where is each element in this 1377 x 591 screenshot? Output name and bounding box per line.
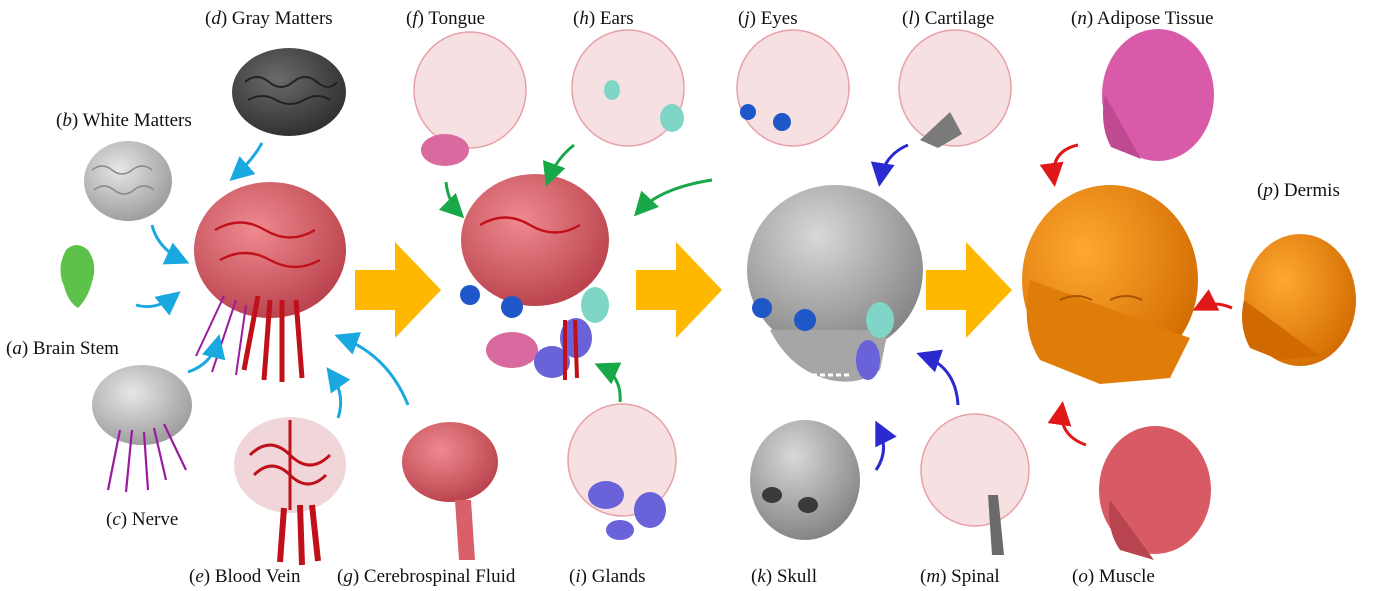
label-text: Spinal <box>951 566 1000 587</box>
label-blood-vein: (e) Blood Vein <box>189 567 301 586</box>
label-letter: d <box>211 8 221 29</box>
arrow-dermis-to-head <box>1198 304 1232 308</box>
label-letter: e <box>195 566 203 587</box>
label-eyes: (j) Eyes <box>738 9 798 28</box>
label-csf: (g) Cerebrospinal Fluid <box>337 567 515 586</box>
label-text: Ears <box>600 8 634 29</box>
skull-image <box>750 420 860 540</box>
label-letter: n <box>1077 8 1087 29</box>
label-ears: (h) Ears <box>573 9 634 28</box>
label-letter: g <box>343 566 353 587</box>
label-text: Adipose Tissue <box>1097 8 1214 29</box>
big-arrow-1 <box>355 242 441 338</box>
arrow-csf-to-brain <box>340 337 408 405</box>
big-arrow-3 <box>926 242 1012 338</box>
label-letter: k <box>757 566 765 587</box>
arrow-adipose-to-head <box>1054 145 1079 181</box>
arrow-glands-to-assembly <box>600 366 620 402</box>
label-letter: m <box>926 566 940 587</box>
dermis-small-image <box>1242 234 1356 366</box>
csf-image <box>402 422 498 560</box>
cartilage-image <box>899 30 1011 148</box>
glands-image <box>568 404 676 540</box>
brain-assembly-image <box>194 182 346 382</box>
label-cartilage: (l) Cartilage <box>902 9 994 28</box>
label-letter: i <box>575 566 580 587</box>
label-letter: h <box>579 8 589 29</box>
label-skull: (k) Skull <box>751 567 817 586</box>
label-white-matters: (b) White Matters <box>56 111 192 130</box>
label-text: White Matters <box>83 110 192 131</box>
spinal-image <box>921 414 1029 555</box>
arrow-vein-to-brain <box>330 372 341 418</box>
label-gray-matters: (d) Gray Matters <box>205 9 333 28</box>
arrow-spinal-to-assembly <box>922 355 958 405</box>
tongue-image <box>414 32 526 166</box>
label-letter: p <box>1263 180 1273 201</box>
muscle-image <box>1099 426 1211 560</box>
label-text: Skull <box>777 566 817 587</box>
label-letter: c <box>112 509 120 530</box>
label-letter: o <box>1078 566 1088 587</box>
ears-image <box>572 30 684 146</box>
label-text: Glands <box>592 566 646 587</box>
arrow-tongue-to-assembly <box>446 182 460 214</box>
arrow-white-to-brain <box>152 225 184 261</box>
label-spinal: (m) Spinal <box>920 567 1000 586</box>
nerve-image <box>92 365 192 492</box>
label-nerve: (c) Nerve <box>106 510 178 529</box>
label-letter: l <box>908 8 913 29</box>
label-text: Brain Stem <box>33 338 119 359</box>
label-text: Dermis <box>1284 180 1340 201</box>
skull-assembly-image <box>747 185 923 382</box>
arrow-ears-to-assembly <box>548 145 574 181</box>
arrow-eyes-to-assembly <box>638 180 712 212</box>
label-letter: f <box>412 8 417 29</box>
arrow-stem-to-brain <box>136 295 176 307</box>
label-adipose-tissue: (n) Adipose Tissue <box>1071 9 1214 28</box>
white-matter-image <box>84 141 172 221</box>
label-text: Tongue <box>428 8 485 29</box>
label-text: Muscle <box>1099 566 1155 587</box>
adipose-image <box>1102 29 1214 161</box>
head-assembly-image <box>1022 185 1198 384</box>
gray-matter-image <box>232 48 346 136</box>
eyes-image <box>737 30 849 146</box>
arrow-cartilage-to-skull <box>880 145 908 181</box>
organ-assembly-image <box>460 174 609 380</box>
label-text: Eyes <box>761 8 798 29</box>
arrow-muscle-to-head <box>1062 407 1087 445</box>
label-glands: (i) Glands <box>569 567 646 586</box>
brain-stem-image <box>60 245 94 308</box>
big-arrow-2 <box>636 242 722 338</box>
label-letter: j <box>744 8 749 29</box>
label-dermis: (p) Dermis <box>1257 181 1340 200</box>
label-letter: b <box>62 110 72 131</box>
label-text: Gray Matters <box>232 8 333 29</box>
label-brain-stem: (a) Brain Stem <box>6 339 119 358</box>
label-text: Nerve <box>132 509 178 530</box>
label-tongue: (f) Tongue <box>406 9 485 28</box>
arrow-skull-to-assembly <box>876 426 884 470</box>
arrow-gray-to-brain <box>234 143 262 177</box>
label-text: Cerebrospinal Fluid <box>364 566 515 587</box>
label-text: Blood Vein <box>215 566 301 587</box>
label-letter: a <box>12 338 22 359</box>
blood-vein-image <box>234 417 346 565</box>
label-muscle: (o) Muscle <box>1072 567 1155 586</box>
label-text: Cartilage <box>925 8 995 29</box>
